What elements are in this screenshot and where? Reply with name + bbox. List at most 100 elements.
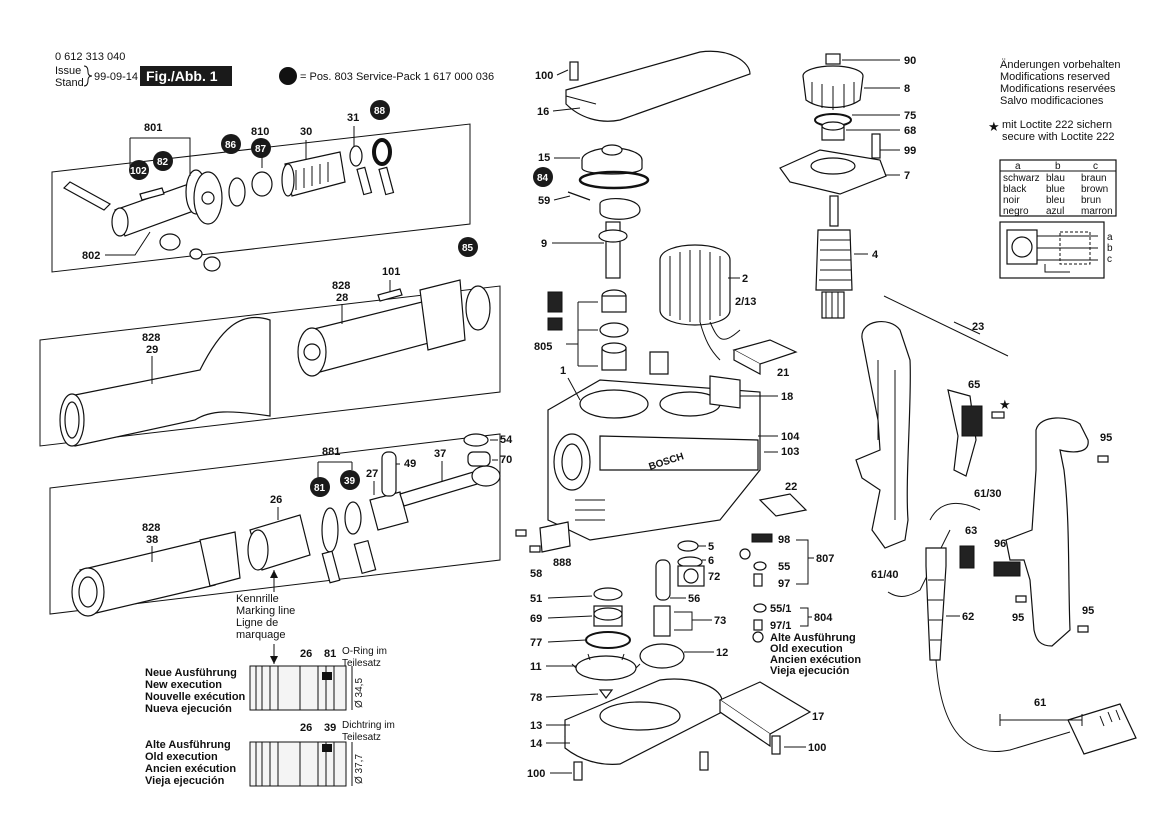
screw-95-c: [1077, 625, 1089, 633]
old-part-39: 39: [324, 722, 336, 734]
svg-text:82: 82: [157, 157, 169, 168]
leader-59: [553, 195, 571, 201]
circled-84: 84: [533, 167, 553, 187]
svg-text:c: c: [1093, 161, 1098, 172]
screw-95-b: [1015, 595, 1027, 603]
old-execution-note: Dichtring im Teilesatz: [342, 720, 395, 743]
old-execution-labels: Alte Ausführung Old execution Ancien exé…: [145, 739, 236, 787]
svg-text:blue: blue: [1046, 184, 1065, 195]
callout-96: 96: [994, 538, 1006, 550]
loctite-note: mit Loctite 222 sichern secure with Loct…: [1002, 119, 1115, 143]
callout-9: 9: [541, 238, 547, 250]
gear-housing-13-14: [564, 678, 723, 781]
callout-56: 56: [688, 593, 700, 605]
screw-95-a: [1097, 455, 1109, 463]
cord-clamp-96: [993, 561, 1021, 577]
leader-51: [547, 595, 593, 599]
svg-text:mit Loctite 222 sichern: mit Loctite 222 sichern: [1002, 119, 1112, 131]
circled-85: 85: [458, 237, 478, 257]
callout-15: 15: [538, 152, 550, 164]
switch-loctite-star-icon: ★: [999, 397, 1011, 412]
callout-65: 65: [968, 379, 980, 391]
callout-95-b: 95: [1012, 612, 1024, 624]
circled-87: 87: [251, 138, 271, 158]
svg-text:Ancien exécution: Ancien exécution: [770, 654, 861, 666]
svg-text:c: c: [1107, 254, 1112, 265]
svg-text:81: 81: [314, 483, 326, 494]
marking-arrow-down-icon: [270, 656, 278, 664]
svg-text:88: 88: [374, 106, 386, 117]
svg-text:87: 87: [255, 144, 267, 155]
svg-text:blau: blau: [1046, 173, 1065, 184]
svg-text:schwarz: schwarz: [1003, 173, 1040, 184]
screw-switch: [991, 411, 1005, 419]
callout-75: 75: [904, 110, 916, 122]
leader-807: [796, 539, 814, 585]
callout-888: 888: [553, 557, 571, 569]
leader-804: [800, 607, 812, 627]
callout-63: 63: [965, 525, 977, 537]
callout-13: 13: [530, 720, 542, 732]
issue-date: 99-09-14: [94, 71, 138, 83]
callout-17: 17: [812, 711, 824, 723]
callout-801: 801: [144, 122, 162, 134]
svg-text:Modifications reserved: Modifications reserved: [1000, 71, 1110, 83]
svg-text:86: 86: [225, 140, 237, 151]
panel-bottom: [49, 433, 501, 615]
svg-text:Marking line: Marking line: [236, 605, 295, 617]
svg-text:marron: marron: [1081, 206, 1113, 217]
callout-78: 78: [530, 692, 542, 704]
part-22: [758, 493, 808, 517]
svg-text:Teilesatz: Teilesatz: [342, 732, 381, 743]
callout-810: 810: [251, 126, 269, 138]
svg-text:brun: brun: [1081, 195, 1101, 206]
callout-62: 62: [962, 611, 974, 623]
switch-65: [947, 389, 983, 477]
svg-text:Alte Ausführung: Alte Ausführung: [770, 632, 856, 644]
callout-54: 54: [500, 434, 513, 446]
capacitor-63: [959, 545, 975, 569]
svg-text:Änderungen vorbehalten: Änderungen vorbehalten: [1000, 59, 1120, 71]
svg-text:Alte Ausführung: Alte Ausführung: [145, 739, 231, 751]
callout-2: 2: [742, 273, 748, 285]
callout-70: 70: [500, 454, 512, 466]
callout-8: 8: [904, 83, 910, 95]
handle-half-left-23: [855, 321, 911, 549]
callout-97-1: 97/1: [770, 620, 791, 632]
svg-text:Vieja ejecución: Vieja ejecución: [770, 665, 850, 677]
callout-100-c: 100: [527, 768, 545, 780]
sleeve-828-38: [71, 531, 241, 617]
old-execution-drawing: [249, 741, 353, 787]
callout-22: 22: [785, 481, 797, 493]
svg-text:Dichtring im: Dichtring im: [342, 720, 395, 731]
svg-text:negro: negro: [1003, 206, 1029, 217]
callout-59: 59: [538, 195, 550, 207]
old-part-26: 26: [300, 722, 312, 734]
callout-100-a: 100: [535, 70, 553, 82]
old-dimension: Ø 37,7: [354, 754, 365, 784]
leader-73: [674, 611, 712, 631]
new-part-26: 26: [300, 648, 312, 660]
svg-text:Vieja ejecución: Vieja ejecución: [145, 775, 225, 787]
new-execution-drawing: [249, 665, 353, 711]
callout-97: 97: [778, 578, 790, 590]
callout-28: 28: [336, 292, 348, 304]
callout-21: 21: [777, 367, 789, 379]
svg-text:Nouvelle exécution: Nouvelle exécution: [145, 691, 246, 703]
svg-text:braun: braun: [1081, 173, 1107, 184]
plate-888: [539, 521, 571, 553]
svg-text:Old execution: Old execution: [770, 643, 843, 655]
svg-text:marquage: marquage: [236, 629, 286, 641]
motor-housing-1: [547, 375, 761, 541]
doc-number: 0 612 313 040: [55, 51, 125, 63]
callout-18: 18: [781, 391, 793, 403]
svg-text:Ancien exécution: Ancien exécution: [145, 763, 236, 775]
cover-17: [718, 681, 812, 755]
svg-text:b: b: [1055, 161, 1061, 172]
svg-text:39: 39: [344, 476, 356, 487]
callout-101: 101: [382, 266, 400, 278]
svg-text:black: black: [1003, 184, 1027, 195]
svg-text:Neue Ausführung: Neue Ausführung: [145, 667, 237, 679]
callout-828-a: 828: [332, 280, 350, 292]
svg-text:Salvo modificaciones: Salvo modificaciones: [1000, 95, 1104, 107]
